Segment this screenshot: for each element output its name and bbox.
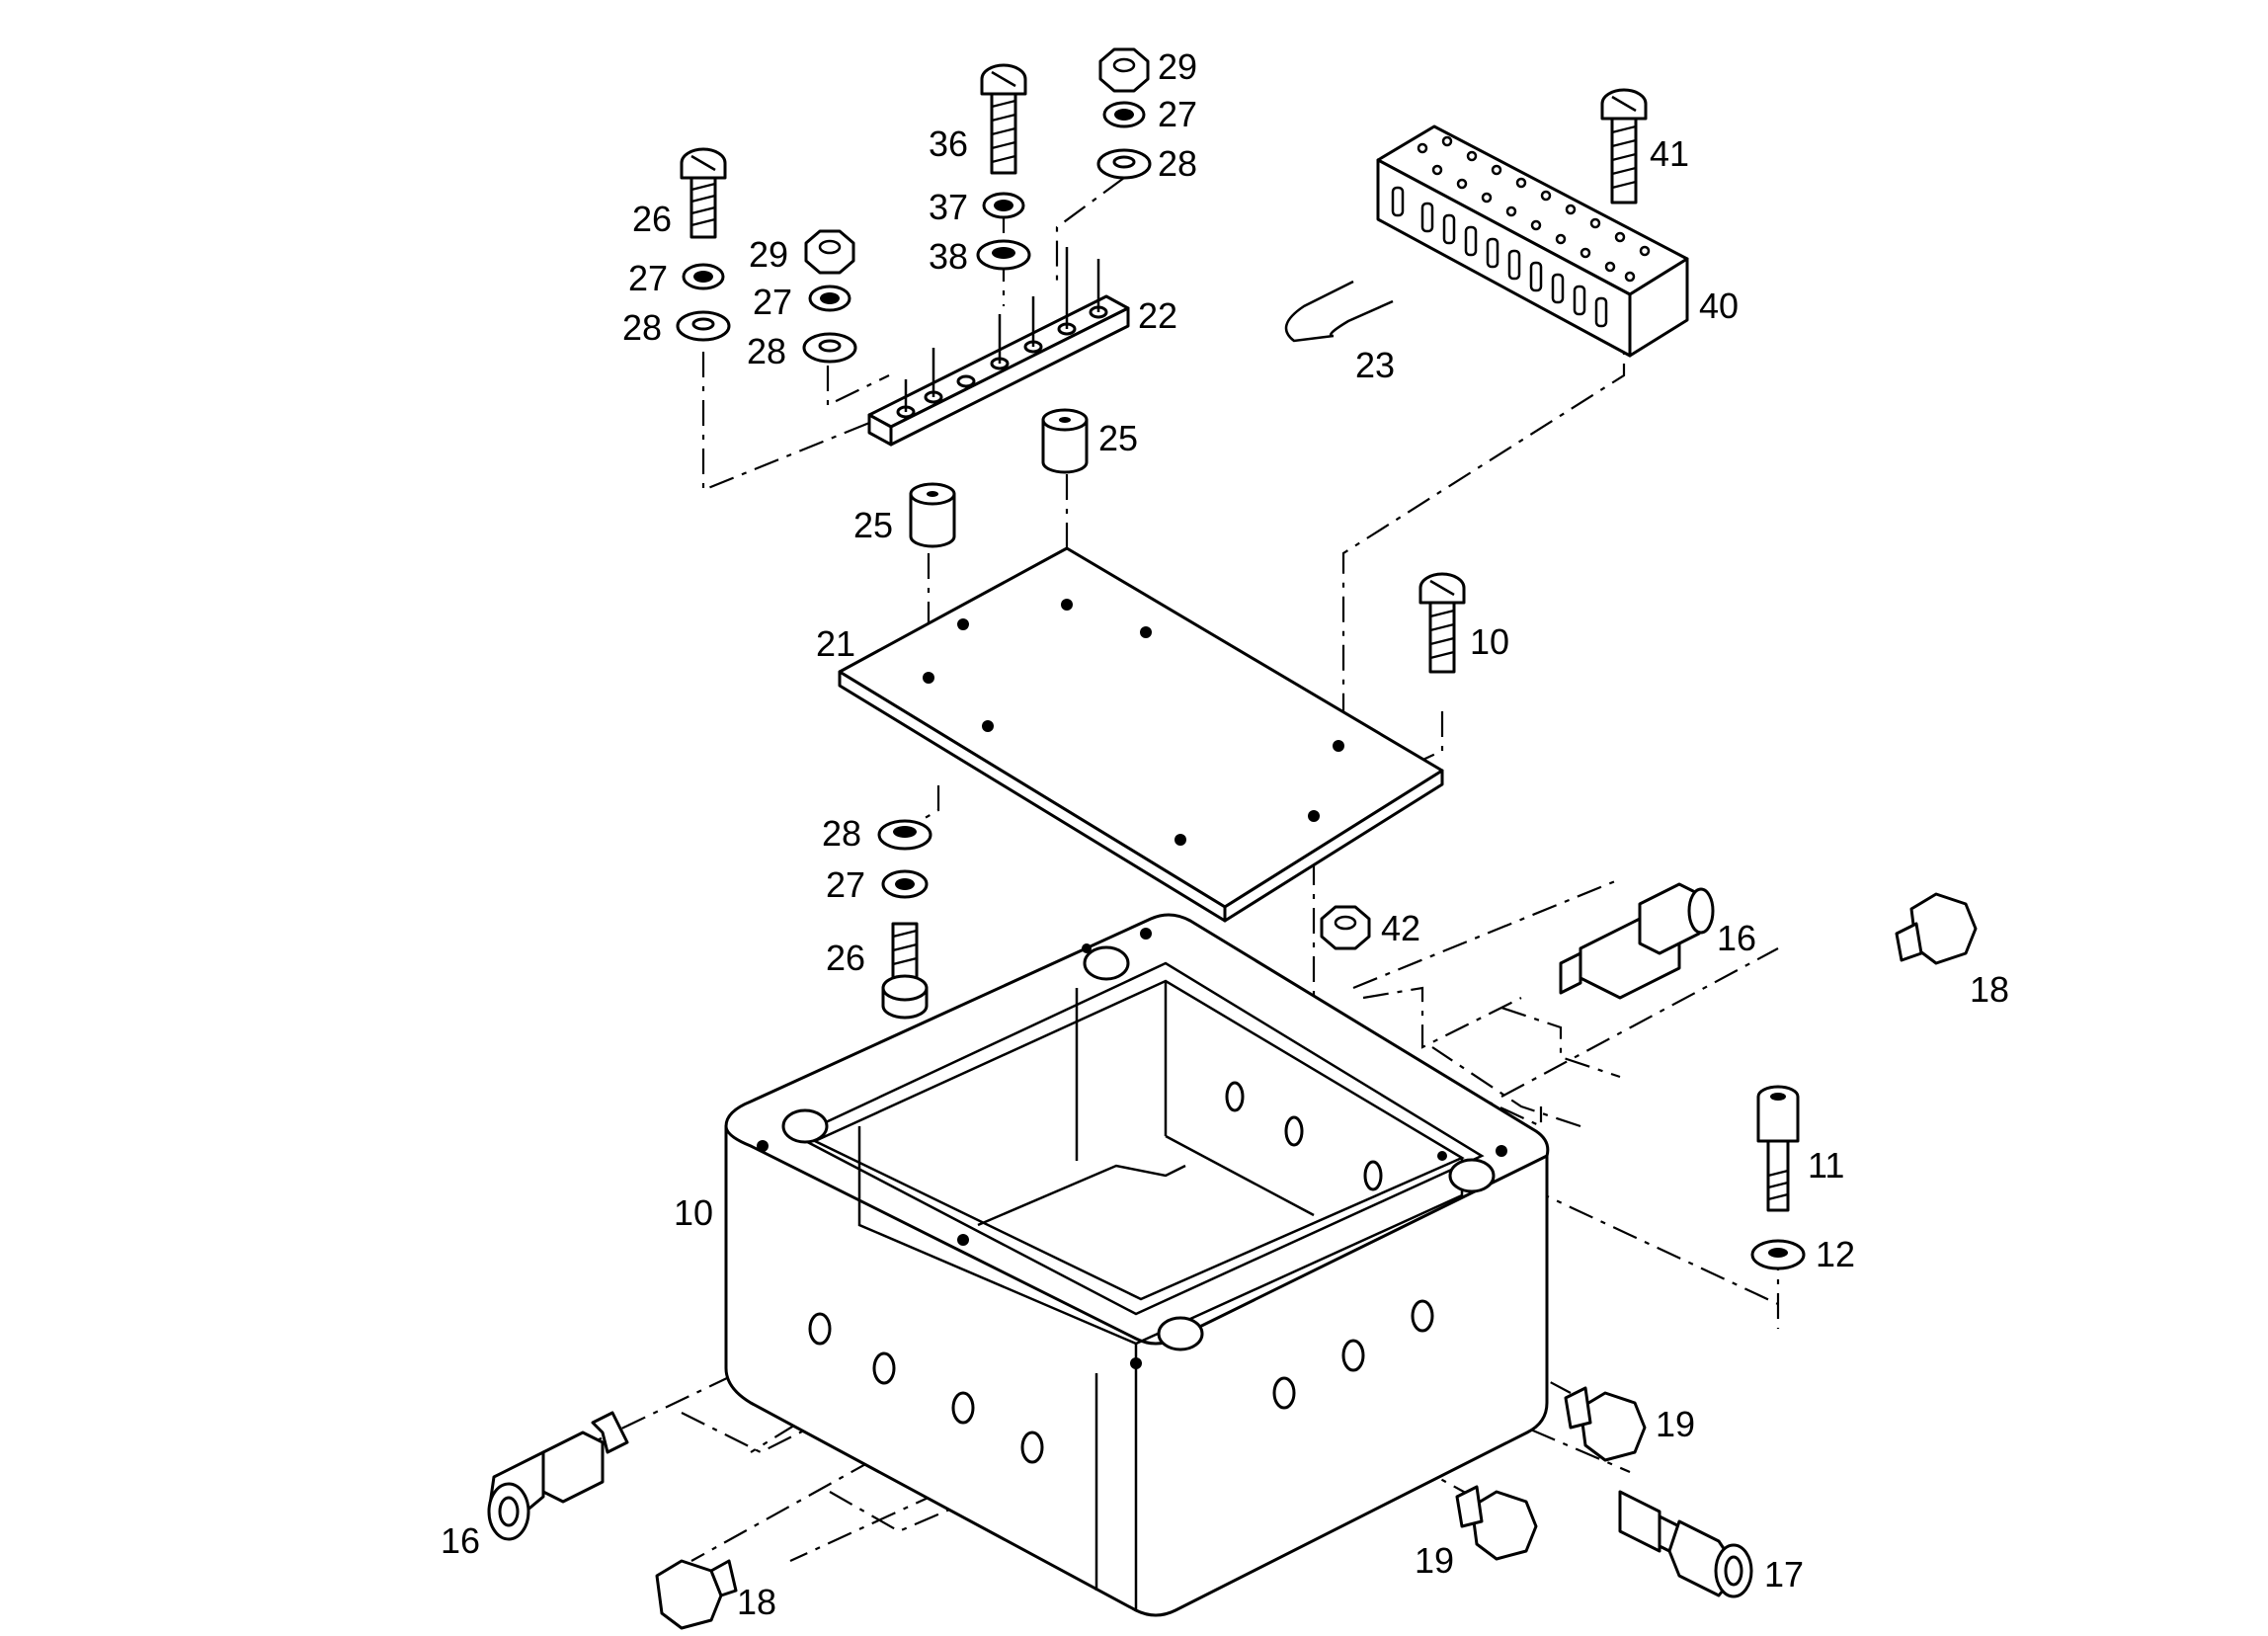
plug-18-left	[655, 1559, 738, 1630]
callout-22: 22	[1138, 295, 1177, 336]
washer-28-c	[1096, 148, 1152, 180]
callout-27: 27	[826, 864, 865, 905]
callout-10: 10	[1470, 621, 1509, 662]
callout-37: 37	[929, 187, 968, 227]
nut-29-b	[1098, 47, 1150, 93]
fitting-16-right	[1559, 882, 1715, 1000]
washer-28-a	[676, 310, 731, 342]
callout-10: 10	[674, 1192, 713, 1233]
callout-40: 40	[1699, 286, 1739, 326]
washer-27-c	[1102, 101, 1146, 128]
screw-10-plate	[1418, 572, 1466, 674]
housing-box	[724, 913, 1550, 1617]
fitting-17	[1618, 1490, 1753, 1598]
callout-28: 28	[822, 813, 861, 854]
screw-11	[1756, 1085, 1800, 1212]
nut-42	[1320, 905, 1371, 950]
plug-19-bottom	[1455, 1485, 1538, 1561]
washer-28-d	[877, 819, 932, 851]
plug-19-right	[1564, 1386, 1647, 1462]
callout-29: 29	[1158, 46, 1197, 87]
callout-21: 21	[816, 623, 855, 664]
callout-41: 41	[1650, 133, 1689, 174]
washer-27-b	[808, 285, 851, 312]
callout-19: 19	[1415, 1540, 1454, 1581]
callout-16: 16	[441, 1520, 480, 1561]
washer-28-b	[802, 332, 857, 364]
callout-19: 19	[1656, 1404, 1695, 1444]
callout-16: 16	[1717, 918, 1756, 958]
callout-25: 25	[853, 505, 893, 545]
jumper-wire	[1284, 280, 1394, 343]
washer-38	[976, 239, 1031, 271]
washer-12	[1750, 1239, 1806, 1270]
washer-27-a	[682, 263, 725, 290]
mounting-plate	[838, 546, 1444, 923]
callout-38: 38	[929, 236, 968, 277]
washer-37	[982, 192, 1025, 219]
callout-27: 27	[1158, 94, 1197, 134]
callout-26: 26	[826, 938, 865, 978]
spacer-right	[1041, 408, 1089, 474]
washer-27-d	[881, 869, 929, 899]
callout-28: 28	[747, 331, 786, 371]
screw-26-bottom	[881, 922, 929, 1020]
screw-26-top	[680, 147, 727, 239]
callout-labels: 29 27 28 36 37 38 26 27 28 29 27 28 22 2…	[441, 46, 2009, 1622]
screw-36	[980, 63, 1027, 175]
terminal-block	[1376, 124, 1689, 358]
callout-29: 29	[749, 234, 788, 275]
callout-17: 17	[1764, 1554, 1804, 1595]
callout-27: 27	[753, 282, 792, 322]
callout-26: 26	[632, 199, 672, 239]
callout-36: 36	[929, 123, 968, 164]
callout-25: 25	[1098, 418, 1138, 458]
nut-29-a	[804, 229, 855, 275]
callout-23: 23	[1355, 345, 1395, 385]
terminal-strip	[867, 247, 1130, 447]
callout-42: 42	[1381, 908, 1420, 948]
callout-27: 27	[628, 258, 668, 298]
callout-18: 18	[1970, 969, 2009, 1010]
callout-28: 28	[622, 307, 662, 348]
fitting-16-left	[487, 1411, 629, 1541]
callout-12: 12	[1816, 1234, 1855, 1274]
callout-28: 28	[1158, 143, 1197, 184]
spacer-left	[909, 482, 956, 548]
screw-41	[1600, 88, 1648, 204]
callout-18: 18	[737, 1582, 776, 1622]
callout-11: 11	[1808, 1145, 1844, 1186]
plug-18-right	[1895, 892, 1978, 965]
